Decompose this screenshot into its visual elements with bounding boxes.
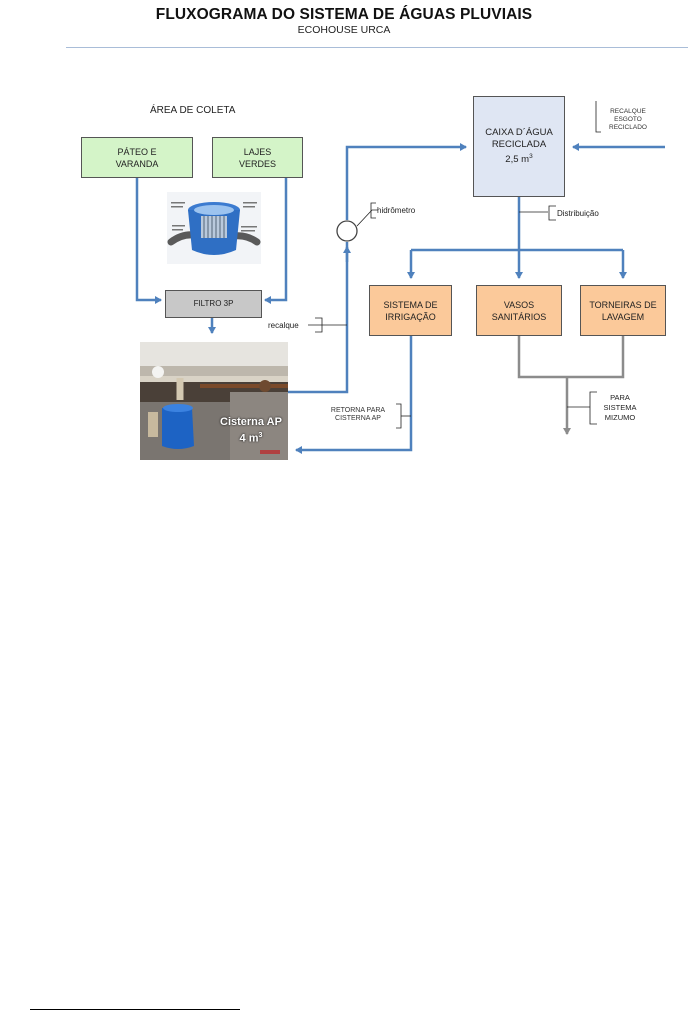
caixa-volume-sup: 3 [529,152,533,160]
pateo-label-1: PÁTEO E [117,146,157,157]
mizumo-line-2: SISTEMA [603,403,637,412]
cisterna-label-1: Cisterna AP [220,416,282,428]
vasos-label-2: SANITÁRIOS [491,311,547,322]
filter-product-image [167,192,261,264]
cisterna-label-2-wrap: 4 m3 [220,429,282,446]
vasos-sanitarios-box: VASOS SANITÁRIOS [476,285,562,336]
retorna-line-2: CISTERNA AP [335,415,381,422]
recalque-esgoto-line-2: ESGOTO [614,116,642,123]
vasos-label-1: VASOS [503,299,535,310]
cistern-photo-graphic [140,342,288,460]
caixa-label-1: CAIXA D´ÁGUA [485,126,553,138]
retorna-cisterna-label: RETORNA PARA CISTERNA AP [322,407,394,423]
area-coleta-label: ÁREA DE COLETA [150,105,236,116]
mizumo-line-1: PARA [610,393,630,402]
caixa-label-3-wrap: 2,5 m3 [505,151,532,166]
line-irrigacao-return [295,336,413,454]
recalque-esgoto-line-3: RECICLADO [609,124,647,131]
footnote-rule [30,1009,240,1010]
lajes-label-1: LAJES [243,146,272,157]
hidrometro-label: hidrômetro [377,206,416,215]
caixa-label-2: RECICLADA [491,138,547,150]
line-vasos-to-mizumo [517,336,625,379]
recalque-esgoto-label: RECALQUE ESGOTO RECICLADO [600,108,656,132]
irrigacao-label-2: IRRIGAÇÃO [385,311,436,322]
irrigacao-label-1: SISTEMA DE [383,299,438,310]
line-lajes-to-filter [264,178,288,304]
torneiras-label-2: LAVAGEM [601,311,645,322]
sistema-mizumo-label: PARA SISTEMA MIZUMO [598,393,642,423]
line-pateo-to-filter [135,178,162,304]
sistema-irrigacao-box: SISTEMA DE IRRIGAÇÃO [369,285,452,336]
lajes-label-2: VERDES [238,158,276,169]
mizumo-line-3: MIZUMO [604,413,636,422]
diagram-subtitle: ECOHOUSE URCA [297,24,391,36]
cisterna-label: Cisterna AP 4 m3 [220,416,282,446]
cisterna-ap-photo: Cisterna AP 4 m3 [140,342,288,460]
hydrometer-icon [336,220,358,242]
diagram-title: FLUXOGRAMA DO SISTEMA DE ÁGUAS PLUVIAIS [155,6,533,23]
cisterna-volume: 4 m [239,432,259,445]
line-hydrometer-to-caixa [345,143,467,220]
torneiras-label-1: TORNEIRAS DE [589,299,657,310]
caixa-volume: 2,5 m [505,154,530,166]
retorna-line-1: RETORNA PARA [330,407,386,414]
torneiras-lavagem-box: TORNEIRAS DE LAVAGEM [580,285,666,336]
filtro-3p-box: FILTRO 3P [165,290,262,318]
pateo-varanda-box: PÁTEO E VARANDA [81,137,193,178]
recalque-label: recalque [268,321,299,330]
lajes-verdes-box: LAJES VERDES [212,137,303,178]
header-divider [66,47,688,48]
pateo-label-2: VARANDA [115,158,159,169]
cisterna-volume-sup: 3 [258,432,263,439]
recalque-esgoto-line-1: RECALQUE [610,108,646,115]
caixa-agua-reciclada-box: CAIXA D´ÁGUA RECICLADA 2,5 m3 [473,96,565,197]
line-recalque-to-caixa [288,242,349,394]
distribuicao-label: Distribuição [557,209,599,218]
